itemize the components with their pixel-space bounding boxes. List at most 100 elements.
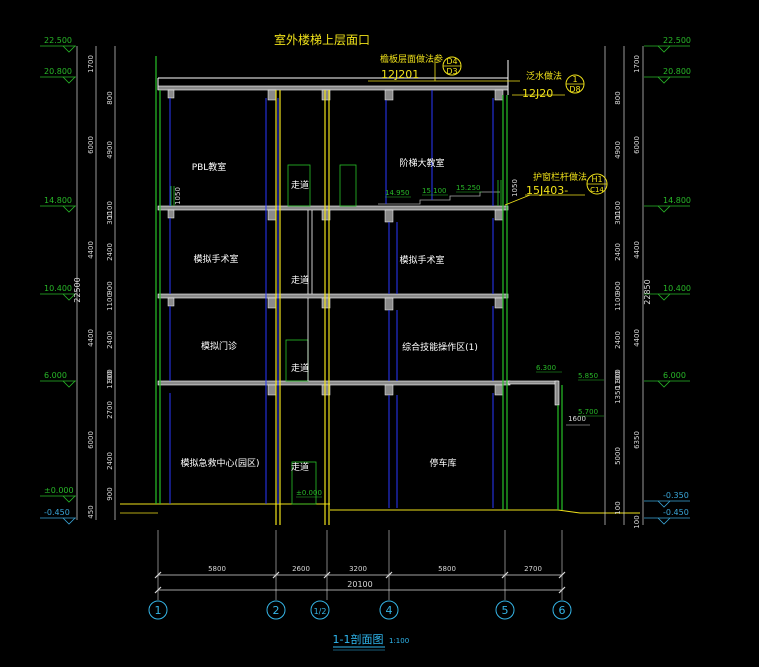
elev-left-label: 20.800 <box>44 67 72 76</box>
dim-left-inner: 800 <box>106 91 114 104</box>
small-dim-3: 1600 <box>568 415 586 423</box>
dim-left-inner: 1100 <box>106 293 114 311</box>
elev-left-label: 22.500 <box>44 36 72 45</box>
small-dim-2: 1050 <box>511 179 519 197</box>
dim-left-inner: 900 <box>106 369 114 382</box>
flood-ref: 12J20 <box>522 87 553 100</box>
dim-left-inner: 2400 <box>106 452 114 470</box>
dim-right-inner: 4900 <box>614 141 622 159</box>
parapet-note: 檐板层面做法参 <box>380 53 443 65</box>
elev-left-triangle <box>62 293 76 301</box>
elev-right-triangle <box>657 76 671 84</box>
elev-left-triangle <box>62 380 76 388</box>
dim-right-inner: 1100 <box>614 371 622 389</box>
elev-right-triangle <box>657 517 671 525</box>
elev-right-label: 22.500 <box>663 36 691 45</box>
elev-left-triangle <box>62 517 76 525</box>
axis-bubble <box>495 600 515 620</box>
axis-bubble <box>266 600 286 620</box>
level-label: 15.250 <box>456 184 481 192</box>
dim-bottom-label: 5800 <box>208 565 226 573</box>
axis-bubble <box>310 600 330 620</box>
elev-left-label: 14.800 <box>44 196 72 205</box>
level-label: ±0.000 <box>296 489 322 497</box>
dim-left-inner: 300 <box>106 211 114 224</box>
elev-right-triangle <box>657 500 671 508</box>
dim-left-inner: 2400 <box>106 331 114 349</box>
walls-and-columns <box>155 56 563 525</box>
dim-right-outer: 6000 <box>633 136 641 154</box>
parapet-symbol-bottom: D3 <box>446 67 457 76</box>
axis-label: 1 <box>155 604 162 617</box>
room-label: 模拟手术室 <box>399 254 444 266</box>
elevation-marks-right: 22.50020.80014.80010.4006.000-0.350-0.45… <box>644 36 691 525</box>
dim-right-outer: 4400 <box>633 241 641 259</box>
drawing-scale: 1:100 <box>389 637 409 645</box>
room-label: 阶梯大教室 <box>399 157 444 169</box>
elev-left-label: -0.450 <box>44 508 70 517</box>
roof-note: 室外楼梯上层面口 <box>274 32 370 47</box>
elev-left-triangle <box>62 45 76 53</box>
dim-left-inner: 900 <box>106 487 114 500</box>
dim-bottom-label: 2600 <box>292 565 310 573</box>
room-label: 走道 <box>291 274 309 286</box>
elev-right-label: 10.400 <box>663 284 691 293</box>
axis-bubble <box>148 600 168 620</box>
dim-right-inner: 800 <box>614 91 622 104</box>
dim-right-outer: 1700 <box>633 55 641 73</box>
small-dim-1: 1050 <box>174 187 182 205</box>
elev-left-triangle <box>62 76 76 84</box>
dim-right-inner: 1100 <box>614 201 622 219</box>
rail-symbol-top: H1 <box>591 175 602 184</box>
note-leaders <box>368 58 585 206</box>
dim-bottom-label: 5800 <box>438 565 456 573</box>
room-label: 走道 <box>291 461 309 473</box>
dim-right-inner: 100 <box>614 501 622 514</box>
building-section <box>120 60 640 514</box>
room-label: 走道 <box>291 179 309 191</box>
dim-left-outer: 4400 <box>87 329 95 347</box>
dim-right-outer: 100 <box>633 515 641 528</box>
axis-label: 1/2 <box>314 607 327 616</box>
elev-right-triangle <box>657 45 671 53</box>
axis-label: 4 <box>386 604 393 617</box>
dim-left-inner: 1100 <box>106 201 114 219</box>
axis-bubble <box>552 600 572 620</box>
elev-left-label: 10.400 <box>44 284 72 293</box>
dim-left-inner: 1100 <box>106 371 114 389</box>
room-labels: PBL教室走道阶梯大教室模拟手术室走道模拟手术室模拟门诊走道综合技能操作区(1)… <box>180 157 477 473</box>
dim-left-inner: 4900 <box>106 141 114 159</box>
elev-left-triangle <box>62 495 76 503</box>
dim-left-outer: 6000 <box>87 431 95 449</box>
bottom-total-dimension: 20100 <box>347 580 372 589</box>
dim-right-outer: 4400 <box>633 329 641 347</box>
dim-left-outer: 4400 <box>87 241 95 259</box>
room-label: 走道 <box>291 362 309 374</box>
dim-right-inner: 1100 <box>614 293 622 311</box>
room-label: 综合技能操作区(1) <box>402 341 478 353</box>
flood-symbol-bottom: D8 <box>569 85 580 94</box>
elev-right-label: 6.000 <box>663 371 686 380</box>
axis-label: 6 <box>559 604 566 617</box>
elev-right-triangle <box>657 380 671 388</box>
rail-note: 护窗栏杆做法 <box>533 171 587 183</box>
dim-right-inner: 2400 <box>614 331 622 349</box>
dimension-labels-left: 1700600044004400600045080049001100300240… <box>87 55 114 519</box>
elev-left-label: ±0.000 <box>44 486 74 495</box>
flood-symbol-top: 1 <box>572 75 577 84</box>
axis-bubble <box>379 600 399 620</box>
dim-right-inner: 300 <box>614 211 622 224</box>
elev-right-label: -0.450 <box>663 508 689 517</box>
dim-left-outer: 1700 <box>87 55 95 73</box>
dim-right-inner: 900 <box>614 281 622 294</box>
rail-symbol-bottom: C14 <box>590 186 604 194</box>
drawing-title: 1-1剖面图 <box>333 632 384 646</box>
elev-right-label: 14.800 <box>663 196 691 205</box>
room-label: 模拟急救中心(园区) <box>180 457 259 469</box>
elev-left-label: 6.000 <box>44 371 67 380</box>
dimension-labels-right: 1700600044004400635010080049001100300240… <box>614 55 641 529</box>
